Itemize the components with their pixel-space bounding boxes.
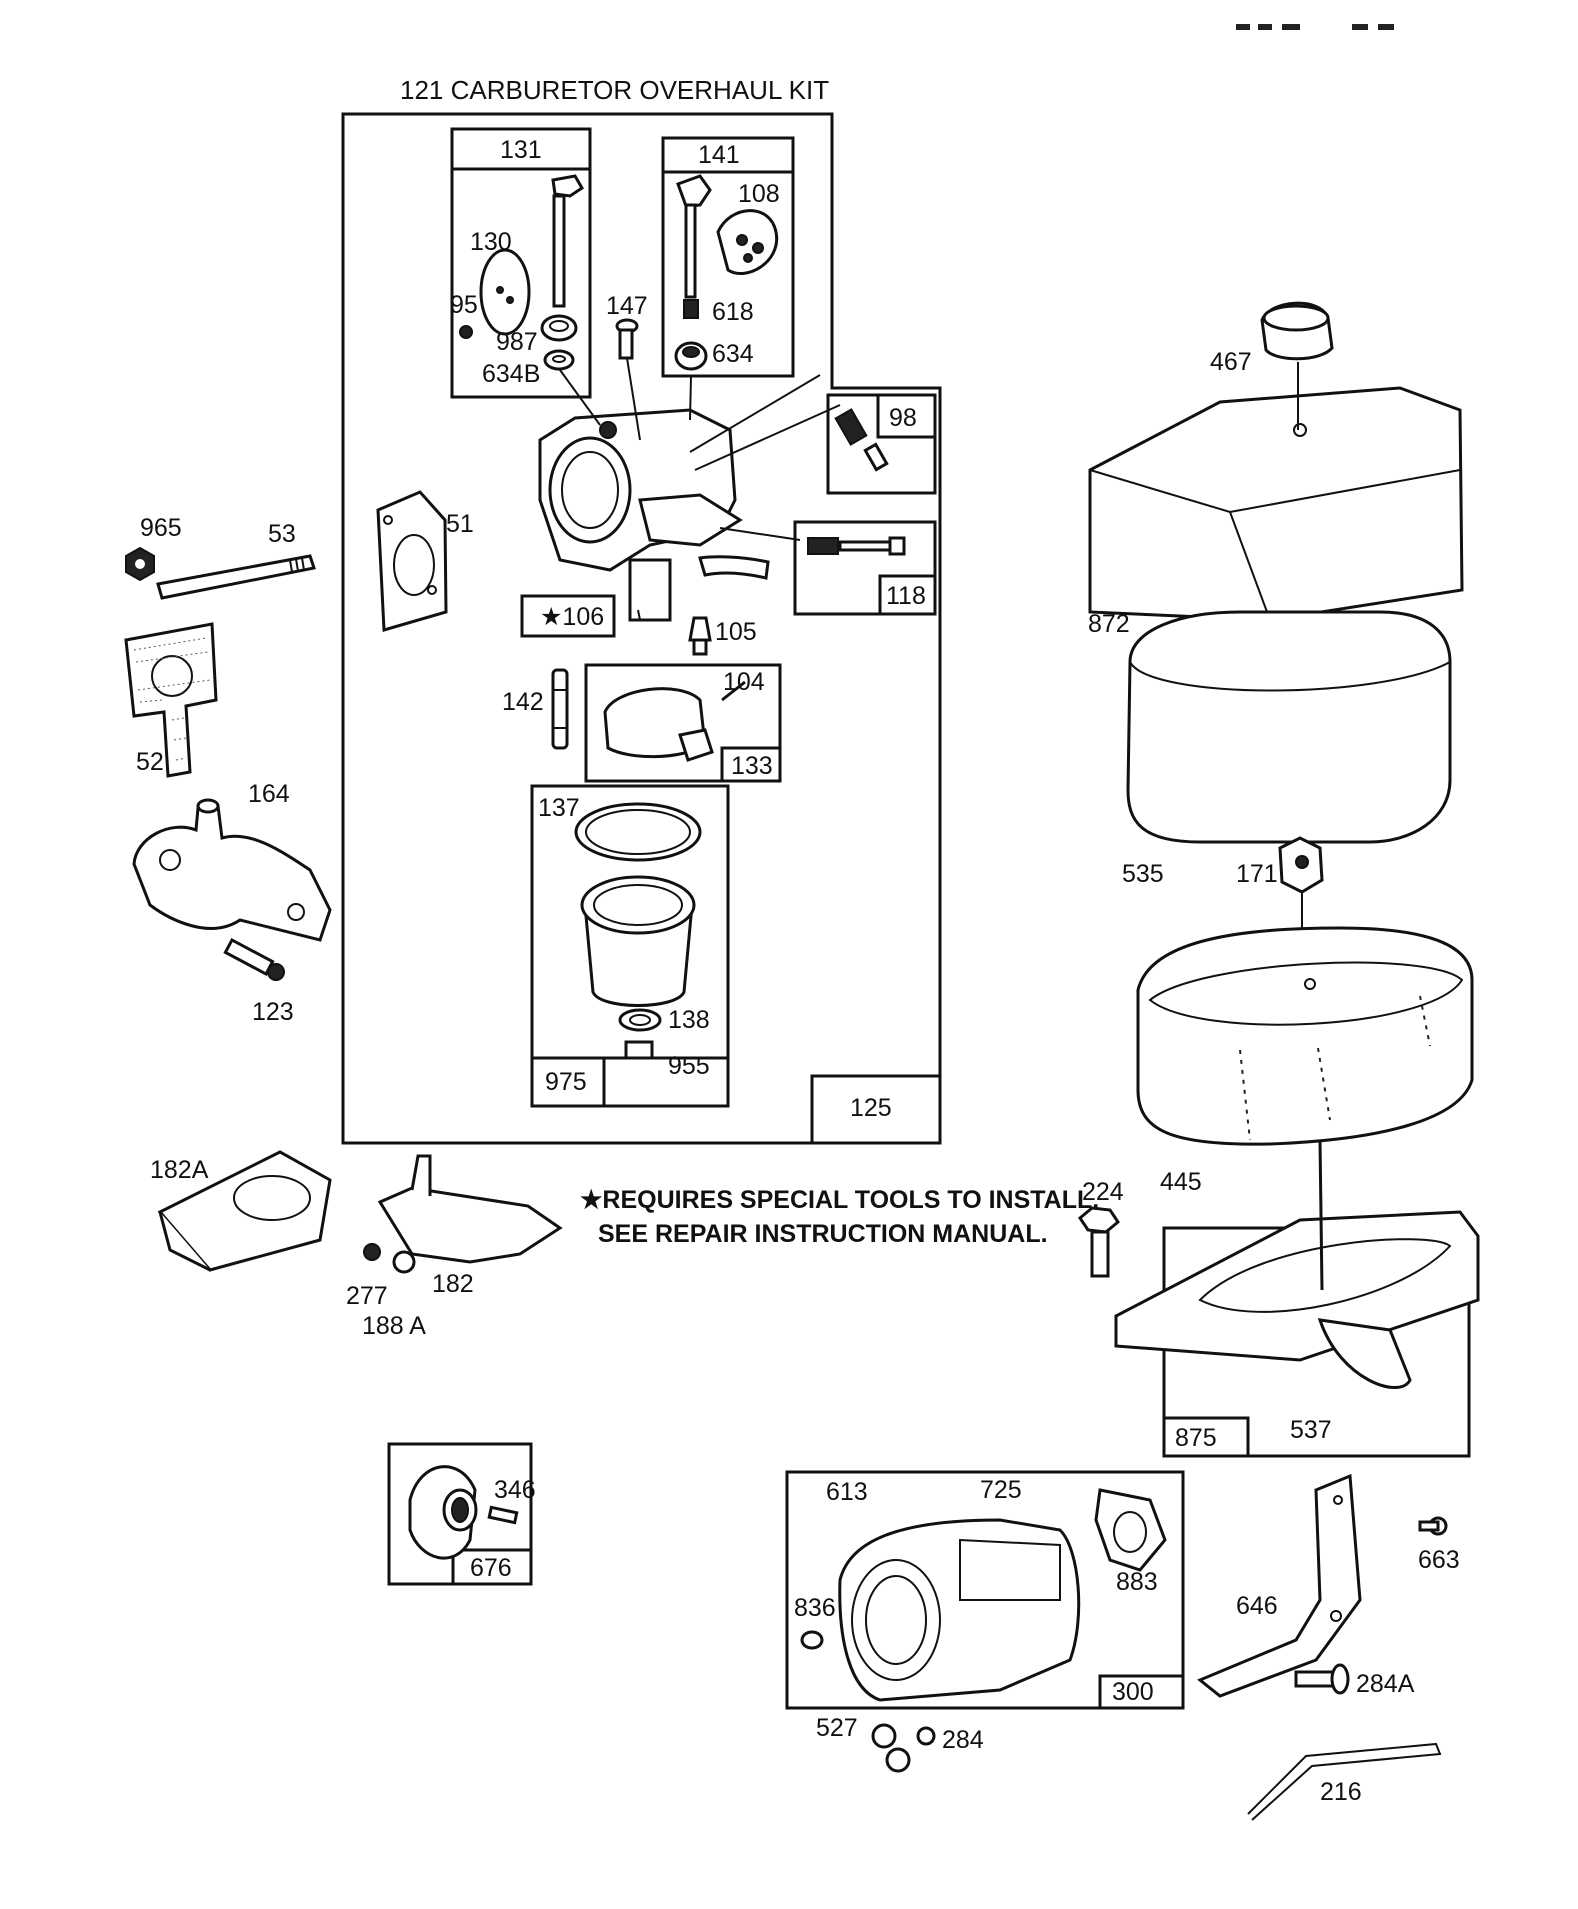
part-147: [615, 318, 639, 360]
label-527: 527: [816, 1714, 858, 1742]
label-147: 147: [606, 292, 648, 320]
label-95: 95: [450, 291, 478, 319]
box-131: 131: [450, 127, 592, 399]
label-836: 836: [794, 1594, 836, 1622]
part-875: 875: [1114, 1139, 1480, 1458]
part-646: [1197, 1473, 1362, 1698]
label-346: 346: [494, 1476, 536, 1504]
special-tools-note: ★REQUIRES SPECIAL TOOLS TO INSTALL.: [580, 1186, 1099, 1214]
label-872: 872: [1088, 610, 1130, 638]
part-224: [1078, 1206, 1120, 1278]
carburetor-body: [538, 408, 770, 622]
repair-manual-note: SEE REPAIR INSTRUCTION MANUAL.: [598, 1220, 1048, 1248]
label-53: 53: [268, 520, 296, 548]
label-133: 133: [731, 752, 773, 780]
part-527-284: [871, 1723, 936, 1773]
label-613: 613: [826, 1478, 868, 1506]
corner-mark: [1236, 24, 1394, 30]
box-975: 975: [530, 784, 730, 1108]
label-284A: 284A: [1356, 1670, 1415, 1698]
label-105: 105: [715, 618, 757, 646]
label-300: 300: [1112, 1678, 1154, 1706]
label-216: 216: [1320, 1778, 1362, 1806]
box-141: 141: [661, 136, 795, 378]
part-182A: [157, 1150, 332, 1272]
label-987: 987: [496, 328, 538, 356]
label-106: ★106: [540, 603, 604, 631]
part-467: [1260, 301, 1334, 361]
label-618: 618: [712, 298, 754, 326]
part-182: [363, 1154, 563, 1274]
label-725: 725: [980, 1476, 1022, 1504]
label-125: 125: [850, 1094, 892, 1122]
label-535: 535: [1122, 860, 1164, 888]
label-137: 137: [538, 794, 580, 822]
label-883: 883: [1116, 1568, 1158, 1596]
label-284: 284: [942, 1726, 984, 1754]
label-277: 277: [346, 1282, 388, 1310]
part-216: [1247, 1742, 1442, 1821]
label-634B: 634B: [482, 360, 540, 388]
label-98: 98: [889, 404, 917, 432]
part-123: [223, 937, 285, 981]
label-131: 131: [500, 136, 542, 164]
box-676: 676: [387, 1442, 533, 1586]
label-164: 164: [248, 780, 290, 808]
label-224: 224: [1082, 1178, 1124, 1206]
label-142: 142: [502, 688, 544, 716]
part-105: [688, 616, 712, 656]
label-537: 537: [1290, 1416, 1332, 1444]
label-634: 634: [712, 340, 754, 368]
kit-title: 121 CARBURETOR OVERHAUL KIT: [400, 75, 829, 105]
part-663: [1418, 1516, 1448, 1536]
label-182: 182: [432, 1270, 474, 1298]
label-875: 875: [1175, 1424, 1217, 1452]
label-104: 104: [723, 668, 765, 696]
part-872: [1088, 362, 1464, 622]
part-965-53: [125, 546, 316, 600]
part-445: [1136, 926, 1474, 1146]
label-445: 445: [1160, 1168, 1202, 1196]
part-284A: [1294, 1663, 1350, 1695]
box-106: ★106: [520, 594, 616, 638]
label-188A: 188 A: [362, 1312, 426, 1340]
part-535: [1126, 610, 1452, 844]
part-142: [551, 668, 569, 750]
box-125: 125: [810, 1074, 942, 1145]
label-646: 646: [1236, 1592, 1278, 1620]
label-182A: 182A: [150, 1156, 209, 1184]
label-123: 123: [252, 998, 294, 1026]
kit-outline: [341, 112, 942, 1145]
label-130: 130: [470, 228, 512, 256]
label-118: 118: [886, 582, 926, 610]
label-663: 663: [1418, 1546, 1460, 1574]
box-118: 118: [793, 520, 937, 616]
label-965: 965: [140, 514, 182, 542]
box-98: 98: [826, 393, 937, 495]
leader-lines: [559, 357, 841, 621]
label-108: 108: [738, 180, 780, 208]
label-138: 138: [668, 1006, 710, 1034]
label-676: 676: [470, 1554, 512, 1582]
part-164: [132, 798, 332, 942]
label-171: 171: [1236, 860, 1278, 888]
label-51: 51: [446, 510, 474, 538]
label-975: 975: [545, 1068, 587, 1096]
part-51: [376, 490, 448, 632]
label-141: 141: [698, 141, 740, 169]
box-133: 133: [584, 663, 782, 783]
part-52: [124, 622, 218, 778]
label-52: 52: [136, 748, 164, 776]
label-955: 955: [668, 1052, 710, 1080]
label-467: 467: [1210, 348, 1252, 376]
part-171: [1278, 836, 1324, 894]
box-300: 300: [785, 1470, 1185, 1710]
